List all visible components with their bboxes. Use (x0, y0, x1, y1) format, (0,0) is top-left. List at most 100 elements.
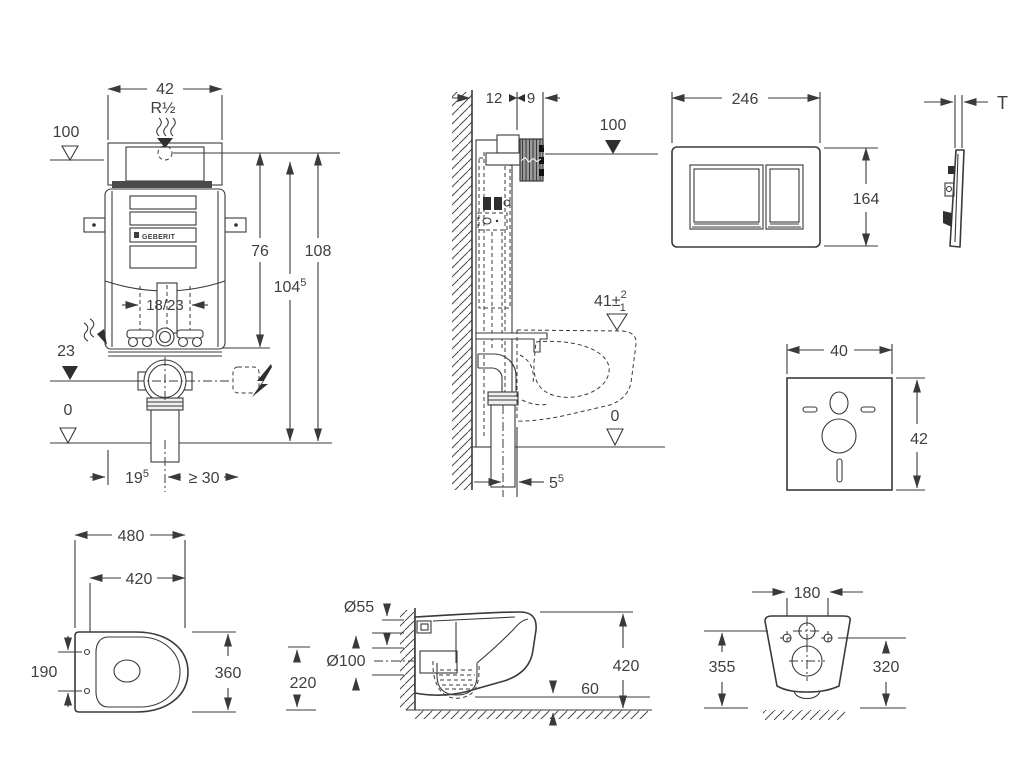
dim-plate-width: 246 (671, 91, 821, 143)
level-marks-front: 100 23 0 (50, 124, 340, 445)
dim-label-level-23: 23 (57, 343, 75, 360)
dim-label-level-100: 100 (600, 117, 627, 134)
dim-label-480: 480 (118, 528, 145, 545)
drawing-sound-insulation-mat: 40 42 (786, 343, 928, 491)
dim-label-level-0: 0 (611, 408, 620, 425)
water-level-dashes (439, 669, 475, 690)
level-100-side: 100 (545, 117, 658, 155)
plate-bracket (943, 211, 952, 227)
level-0-side: 0 (606, 408, 624, 447)
floor-hatching (415, 710, 648, 719)
dim-label-thickness-T: T (997, 93, 1008, 113)
outlet-duct (419, 650, 458, 674)
mat-slot-left (802, 406, 818, 413)
geberit-brand-label: GEBERIT (142, 234, 176, 241)
dim-label-9: 9 (527, 90, 535, 107)
dim-height-1045: 1045 (274, 161, 307, 442)
cistern-tank-front: GEBERIT (83, 142, 247, 357)
supply-valve-and-protection-box (485, 134, 544, 182)
mat-slot-right (860, 406, 876, 413)
dim-wc-width-360: 360 (192, 631, 242, 713)
drawing-wc-rear-view: 180 355 320 (704, 585, 906, 720)
drawing-flush-plate-side: T (924, 93, 1008, 248)
dim-clearance-60: 60 (475, 680, 650, 726)
level-triangle-filled (62, 366, 78, 380)
dim-label-220: 220 (290, 675, 317, 692)
mat-cutout-top (829, 391, 849, 415)
flush-inlet-connector (416, 620, 432, 634)
wc-pan-top-outline (74, 631, 189, 713)
drawing-wc-top-view: 480 420 190 360 (31, 528, 242, 713)
dim-wc-length-480: 480 (74, 528, 186, 628)
fixing-hole-bottom (83, 687, 91, 695)
dim-mat-height: 42 (896, 377, 928, 491)
dim-12-9: 12 9 (452, 90, 560, 148)
dim-label-40: 40 (830, 343, 848, 360)
dim-label-1045: 1045 (274, 277, 307, 296)
dim-label-60: 60 (581, 681, 599, 698)
dim-label-246: 246 (732, 91, 759, 108)
dim-height-76: 76 (222, 152, 270, 349)
wall-hatching (400, 610, 415, 710)
level-triangle-open (61, 145, 79, 162)
dim-height-320: 320 (838, 637, 906, 709)
dim-plate-height: 164 (824, 147, 879, 247)
level-triangle-open (606, 313, 628, 332)
level-triangle-open (59, 427, 77, 445)
dim-label-supply-thread: R½ (151, 100, 176, 117)
sound-mat-body (786, 377, 893, 491)
water-supply-top-icon (156, 117, 176, 148)
mat-cutout-center (821, 418, 857, 454)
dim-label-dia100: Ø100 (326, 653, 365, 670)
lightning-icon (252, 364, 272, 397)
water-supply-side-icon (83, 318, 107, 345)
wc-drain-opening (113, 659, 141, 683)
dim-label-min-30: ≥ 30 (188, 470, 219, 487)
dim-label-420: 420 (613, 658, 640, 675)
dim-label-180: 180 (794, 585, 821, 602)
flush-button-small (765, 164, 804, 230)
flush-plate-side-profile (943, 149, 965, 248)
dim-mat-width: 40 (786, 343, 893, 374)
dim-label-420: 420 (126, 571, 153, 588)
dim-label-dia55: Ø55 (344, 599, 374, 616)
water-supply-connection (157, 145, 173, 161)
dim-label-level-0: 0 (64, 402, 73, 419)
flush-button-large (689, 164, 764, 230)
dim-label-190: 190 (31, 664, 58, 681)
level-triangle-open (606, 428, 624, 447)
wc-pan-rear-outline (764, 615, 851, 700)
floor-hatching (763, 710, 845, 720)
dim-bottom-offsets: 195 ≥ 30 (90, 450, 239, 487)
dim-label-320: 320 (873, 659, 900, 676)
dim-wc-height-420: 420 (540, 611, 640, 709)
dim-label-42: 42 (910, 431, 928, 448)
plate-latch (944, 182, 955, 197)
dim-depth-range: 18/23 (122, 297, 208, 314)
dim-label-195: 195 (125, 468, 149, 487)
dim-label-355: 355 (709, 659, 736, 676)
dim-label-55: 55 (549, 473, 564, 492)
dim-label-12: 12 (486, 90, 503, 107)
dim-width-42: 42 (107, 81, 223, 140)
dim-label-108: 108 (305, 243, 332, 260)
wall-hatching (452, 92, 472, 490)
level-triangle-filled (605, 140, 621, 154)
geberit-logo-mark (134, 232, 139, 238)
drawing-cistern-front-view: GEBERIT 100 23 0 (50, 81, 340, 492)
dim-label-42: 42 (156, 81, 174, 98)
wc-pan-side-outline (414, 611, 537, 699)
dim-hole-pitch-180: 180 (752, 585, 863, 632)
dim-height-355: 355 (704, 630, 768, 709)
electrical-connection (232, 364, 272, 397)
dim-label-360: 360 (215, 665, 242, 682)
dim-outlet-height-220: 220 (286, 646, 317, 711)
dim-height-108: 108 (305, 152, 332, 442)
dim-label-76: 76 (251, 243, 269, 260)
plate-clip (948, 166, 955, 174)
dim-label-level-100: 100 (53, 124, 80, 141)
dim-flush-dia-55: Ø55 (344, 599, 404, 649)
fixing-hole-top (83, 648, 91, 656)
